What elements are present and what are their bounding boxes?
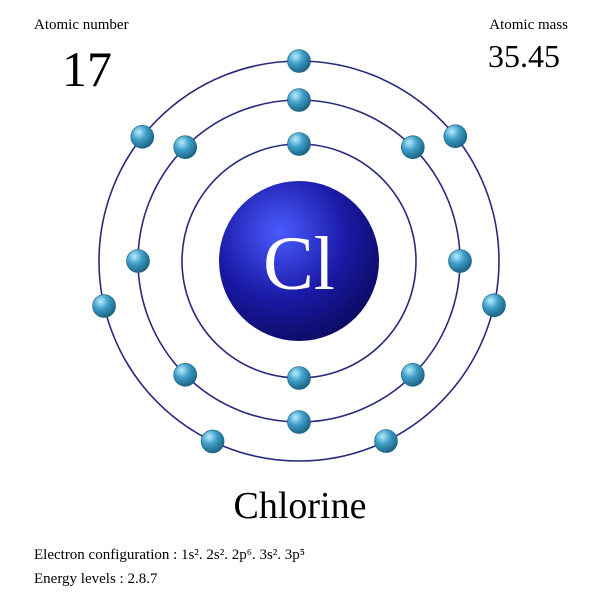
electron-shell-2-4 bbox=[400, 362, 425, 387]
electron-shell-2-3 bbox=[448, 249, 472, 273]
energy-levels-label: Energy levels : bbox=[34, 571, 128, 587]
electron-shell-2-7 bbox=[126, 249, 150, 273]
energy-levels: Energy levels : 2.8.7 bbox=[34, 570, 157, 588]
nucleus bbox=[219, 181, 379, 341]
atomic-number-value: 17 bbox=[62, 41, 112, 97]
electron-shell-2-6 bbox=[173, 362, 197, 387]
electron-shell-3-7 bbox=[130, 125, 155, 149]
electrons bbox=[92, 49, 506, 454]
electron-shell-3-5 bbox=[200, 429, 225, 454]
electron-configuration: Electron configuration : 1s². 2s². 2p⁶. … bbox=[34, 546, 305, 564]
electron-shell-1-2 bbox=[287, 366, 311, 390]
electron-shell-2-8 bbox=[173, 135, 197, 159]
energy-levels-value: 2.8.7 bbox=[127, 571, 158, 587]
electron-shell-3-6 bbox=[92, 294, 116, 318]
element-name: Chlorine bbox=[233, 485, 367, 527]
atomic-number-label: Atomic number bbox=[34, 17, 129, 33]
atomic-mass-label: Atomic mass bbox=[489, 17, 568, 33]
electron-shell-3-2 bbox=[443, 124, 468, 148]
electron-configuration-value: 1s². 2s². 2p⁶. 3s². 3p⁵ bbox=[181, 547, 306, 563]
electron-shell-1-1 bbox=[287, 132, 311, 156]
atomic-mass-value: 35.45 bbox=[488, 38, 560, 74]
electron-shell-2-1 bbox=[287, 88, 311, 112]
electron-shell-3-4 bbox=[374, 429, 398, 453]
electron-shell-3-3 bbox=[482, 293, 506, 318]
element-symbol: Cl bbox=[263, 222, 335, 306]
electron-shell-2-5 bbox=[287, 410, 311, 434]
electron-shell-2-2 bbox=[400, 135, 425, 159]
electron-configuration-label: Electron configuration : bbox=[34, 547, 182, 563]
electron-shell-3-1 bbox=[287, 49, 311, 73]
